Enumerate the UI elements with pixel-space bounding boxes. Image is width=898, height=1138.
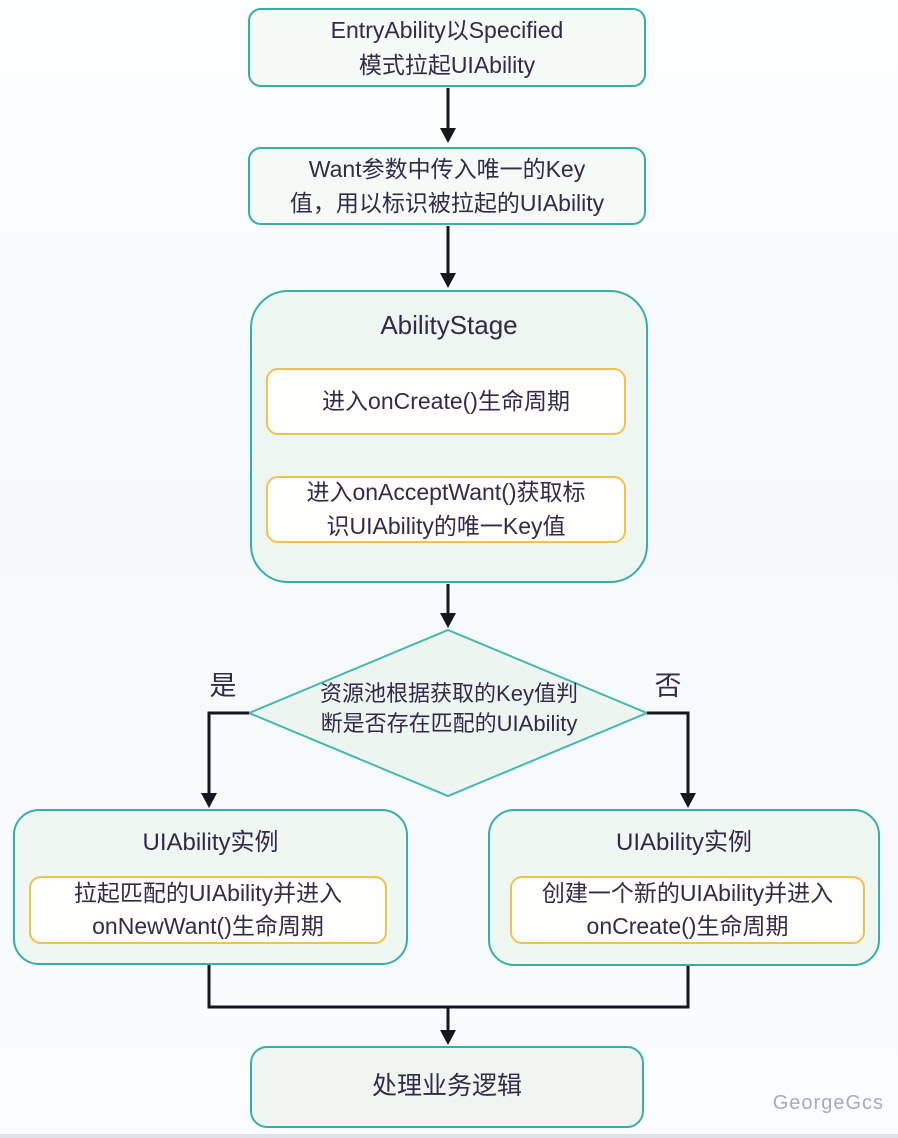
node-business-logic-label: 处理业务逻辑 <box>371 1072 522 1101</box>
step-on-new-want-line2: onNewWant()生命周期 <box>92 913 324 939</box>
watermark-text: GeorgeGcs <box>772 1092 884 1114</box>
step-on-new-want-line1: 拉起匹配的UIAbility并进入 <box>73 879 343 906</box>
node-want-line2: 值，用以标识被拉起的UIAbility <box>289 190 605 216</box>
step-create-new-line2: onCreate()生命周期 <box>586 913 789 939</box>
instance-right-title: UIAbility实例 <box>615 829 753 856</box>
connector-branch-yes <box>207 711 249 794</box>
node-want-line1: Want参数中传入唯一的Key <box>308 155 586 182</box>
arrowhead-merge-final <box>440 1030 456 1045</box>
instance-left-title: UIAbility实例 <box>142 829 279 856</box>
step-on-accept-want-line2: 识UIAbility的唯一Key值 <box>326 512 566 539</box>
step-on-new-want: 拉起匹配的UIAbility并进入 onNewWant()生命周期 <box>29 876 387 944</box>
node-entry-line1: EntryAbility以Specified <box>330 17 564 43</box>
step-create-new: 创建一个新的UIAbility并进入 onCreate()生命周期 <box>510 876 865 944</box>
ability-stage-title: AbilityStage <box>380 310 518 340</box>
step-on-create-label: 进入onCreate()生命周期 <box>322 387 570 414</box>
step-on-accept-want: 进入onAcceptWant()获取标 识UIAbility的唯一Key值 <box>266 476 626 543</box>
branch-label-yes: 是 <box>209 671 237 701</box>
arrowhead-want-stage <box>440 273 456 288</box>
image-bottom-edge <box>0 1134 898 1138</box>
arrowhead-entry-want <box>440 128 456 143</box>
arrowhead-branch-yes <box>201 793 217 808</box>
step-create-new-line1: 创建一个新的UIAbility并进入 <box>541 879 834 906</box>
decision-line1: 资源池根据获取的Key值判 <box>320 681 578 706</box>
node-want-key: Want参数中传入唯一的Key 值，用以标识被拉起的UIAbility <box>248 147 646 225</box>
arrowhead-stage-decision <box>440 613 456 628</box>
decision-line2: 断是否存在匹配的UIAbility <box>320 711 578 737</box>
step-on-create: 进入onCreate()生命周期 <box>266 368 626 435</box>
branch-label-no: 否 <box>654 671 682 701</box>
node-entry-line2: 模式拉起UIAbility <box>358 51 536 78</box>
connector-branch-no <box>647 711 690 794</box>
node-business-logic: 处理业务逻辑 <box>250 1046 644 1128</box>
node-entry-ability: EntryAbility以Specified 模式拉起UIAbility <box>248 8 646 87</box>
arrowhead-branch-no <box>680 793 696 808</box>
step-on-accept-want-line1: 进入onAcceptWant()获取标 <box>306 479 586 506</box>
decision-text: 资源池根据获取的Key值判 断是否存在匹配的UIAbility <box>303 679 595 740</box>
